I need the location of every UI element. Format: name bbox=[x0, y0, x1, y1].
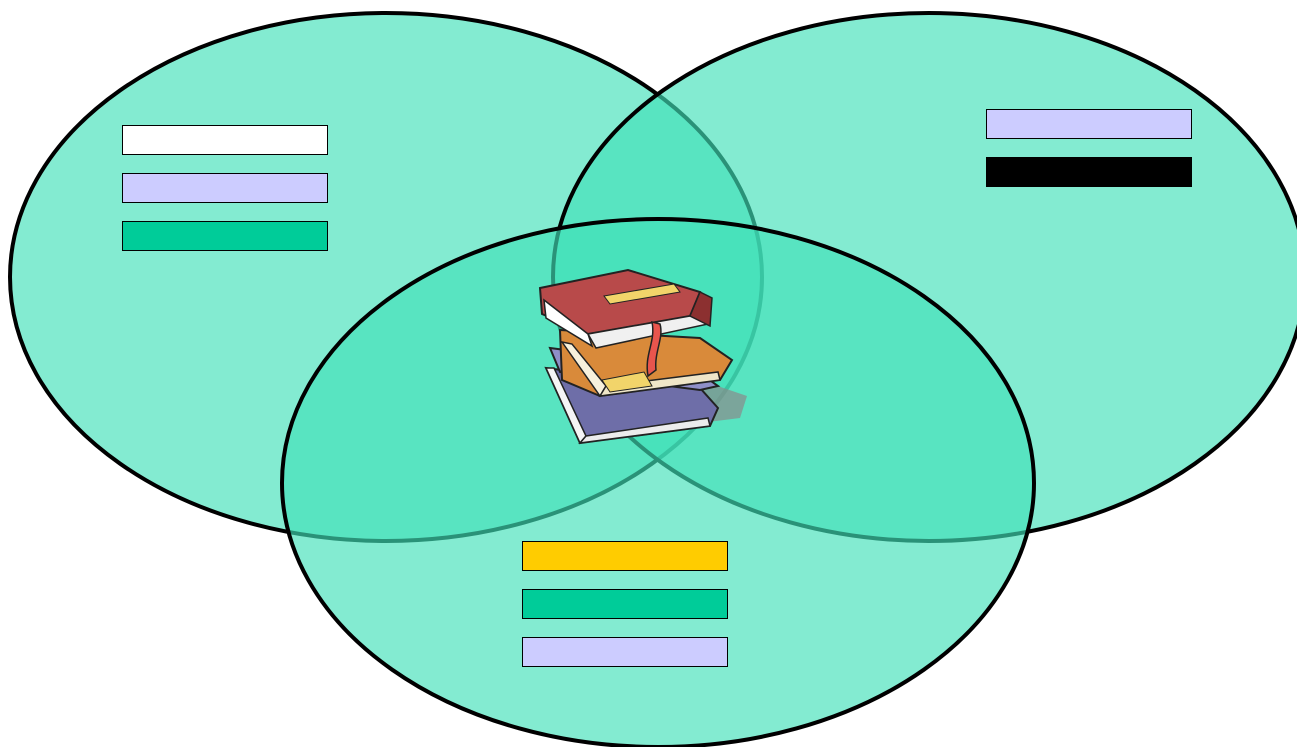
legend-box-right-1 bbox=[986, 109, 1192, 139]
legend-box-bottom-2 bbox=[522, 589, 728, 619]
legend-box-bottom-1 bbox=[522, 541, 728, 571]
legend-box-right-2 bbox=[986, 157, 1192, 187]
legend-box-bottom-3 bbox=[522, 637, 728, 667]
legend-box-left-1 bbox=[122, 125, 328, 155]
legend-box-left-3 bbox=[122, 221, 328, 251]
legend-box-left-2 bbox=[122, 173, 328, 203]
